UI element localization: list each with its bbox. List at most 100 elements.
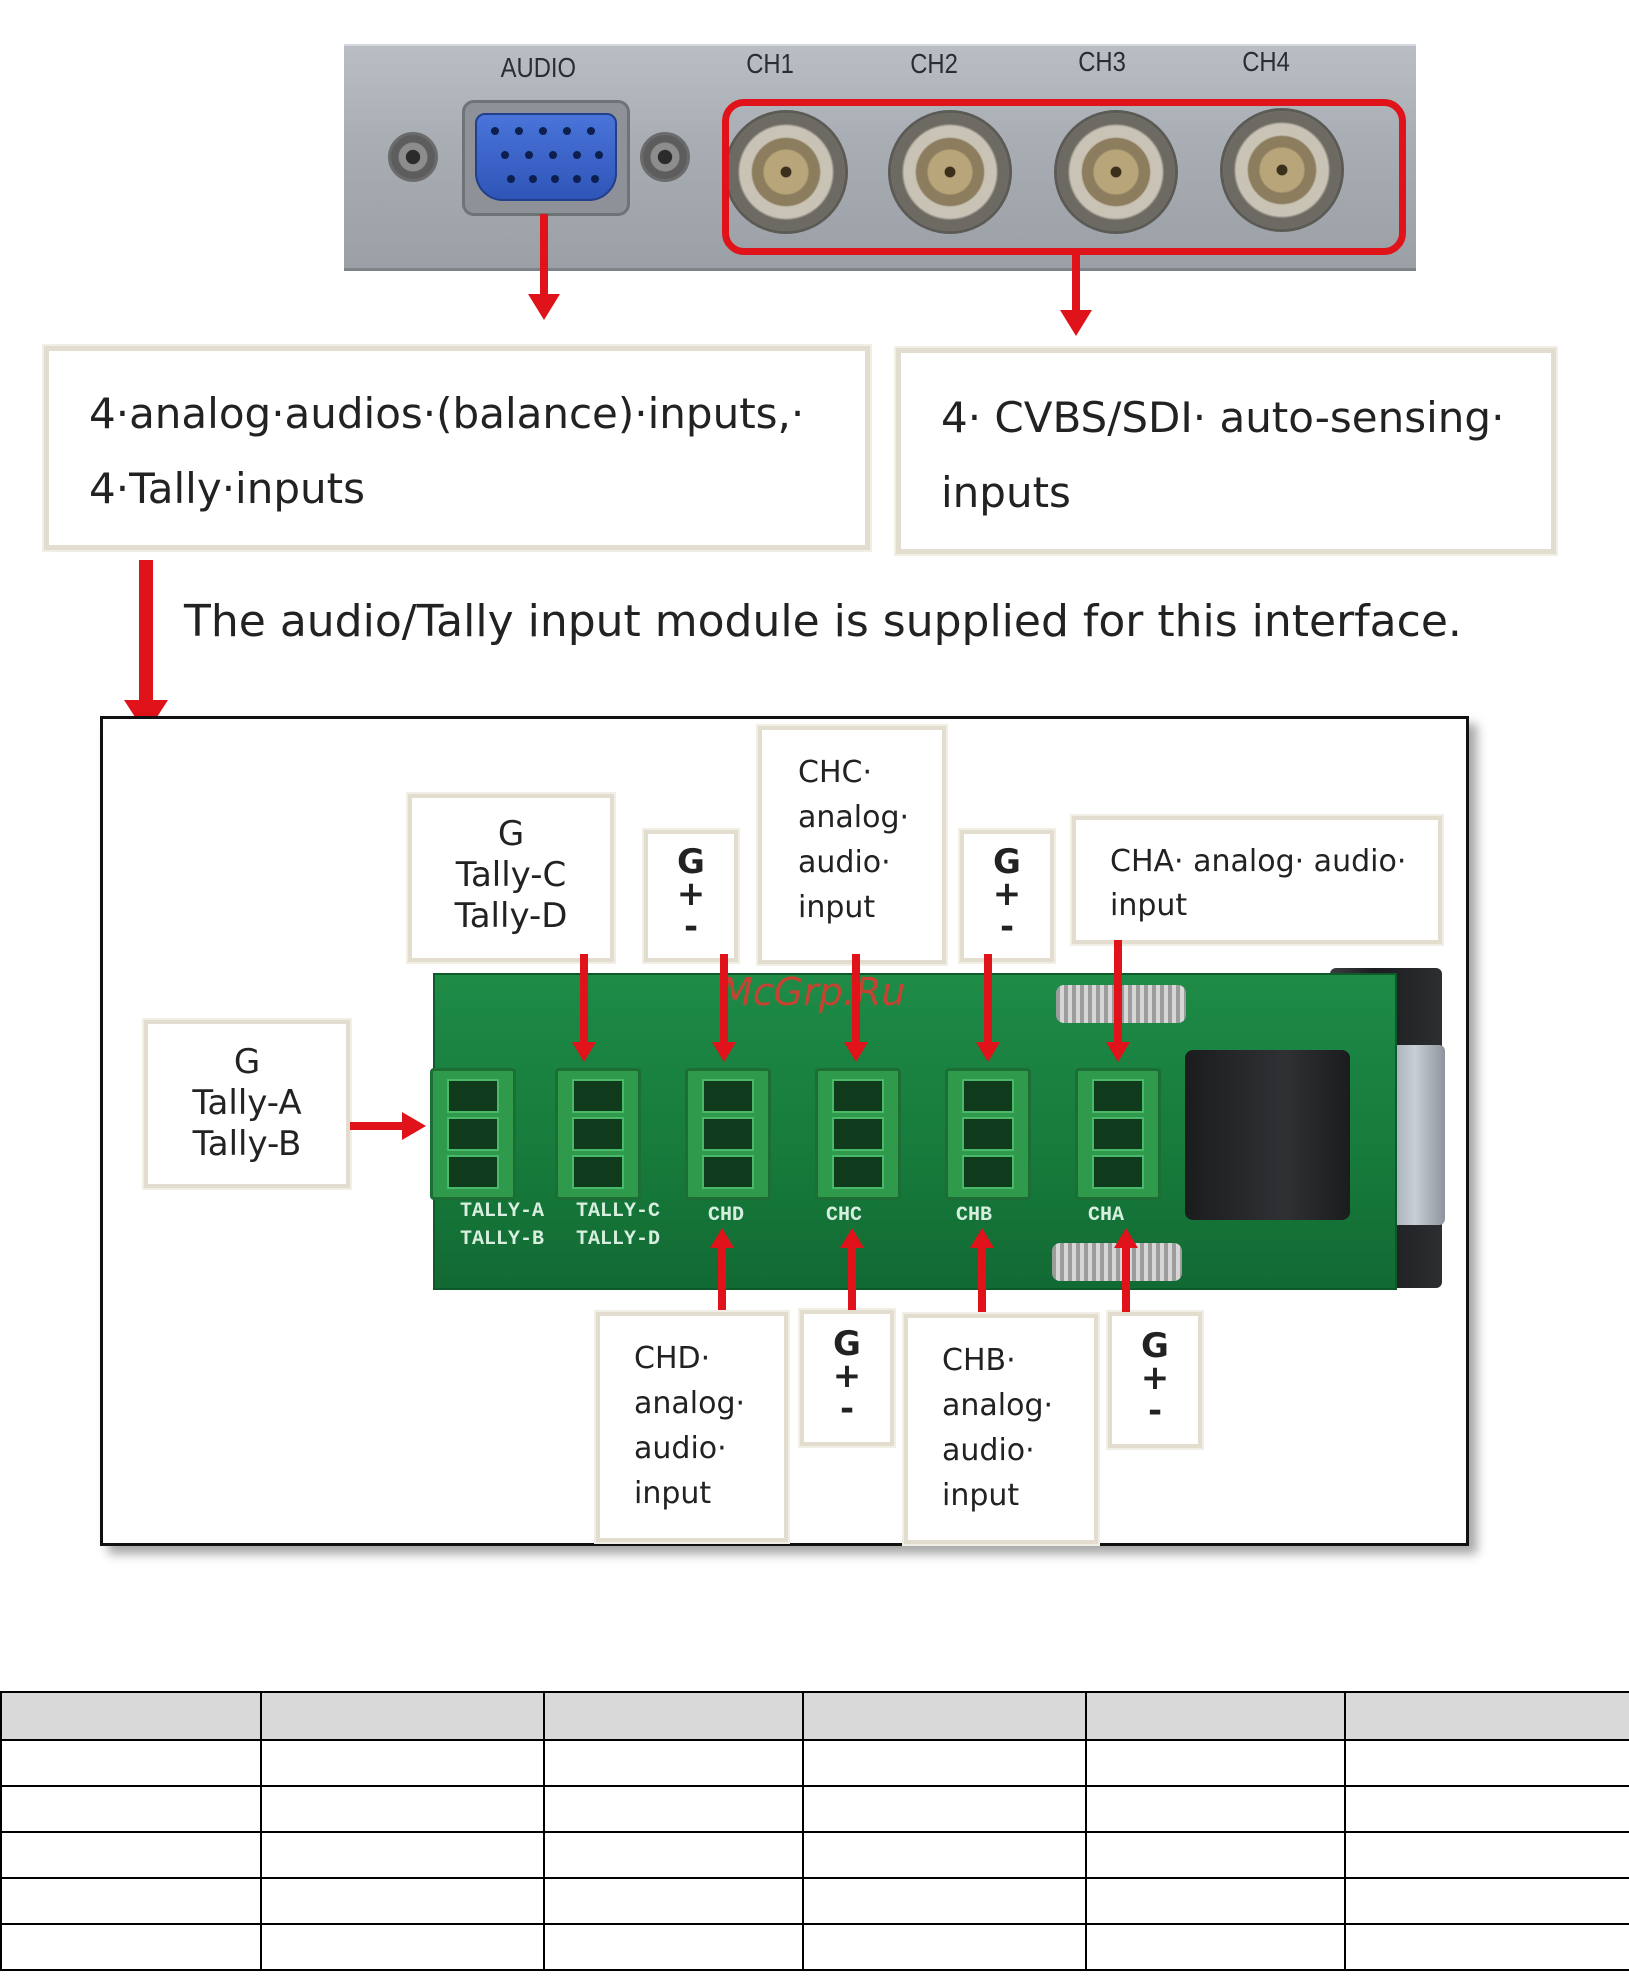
audio-port-label: AUDIO [500, 52, 577, 83]
silk-chc: CHC [826, 1204, 863, 1227]
table-header-cell [260, 1691, 545, 1741]
label-pins-bottom-1: G + - [800, 1310, 894, 1446]
arrow-head-icon [844, 1042, 868, 1062]
terminal-block-tally-cd [555, 1068, 641, 1200]
table-cell [1085, 1877, 1346, 1925]
table-cell [543, 1831, 804, 1879]
silk-tally-a: TALLY-A [460, 1200, 545, 1223]
arrow-head-icon [840, 1228, 864, 1248]
label-chc-line: analog· [798, 800, 910, 835]
label-chd-line: CHD· [634, 1341, 711, 1376]
panel-screw-icon [640, 132, 690, 182]
pin-plus: + [992, 874, 1022, 915]
arrow-cha [1114, 940, 1122, 1044]
label-pins-bottom-2: G + - [1108, 1312, 1202, 1448]
table-cell [0, 1923, 262, 1971]
module-description: The audio/Tally input module is supplied… [184, 596, 1462, 647]
label-chd-line: analog· [634, 1386, 746, 1421]
label-chb: CHB· analog· audio· input [904, 1314, 1098, 1544]
pin-plus: + [1140, 1358, 1170, 1399]
arrow-head-icon [528, 294, 560, 320]
arrow-pins-bottom-2 [1122, 1246, 1130, 1312]
label-chb-line: analog· [942, 1388, 1054, 1423]
bnc-connector-ch3-icon [1054, 110, 1178, 234]
label-tally-ab-g: G [233, 1042, 261, 1082]
table-header-cell [802, 1691, 1087, 1741]
silk-tally-b: TALLY-B [460, 1228, 545, 1251]
terminal-block-cha [1075, 1068, 1161, 1200]
table-header-cell [0, 1691, 262, 1741]
table-cell [802, 1739, 1087, 1787]
label-cha-line: input [1110, 887, 1188, 923]
pin-minus: - [839, 1388, 855, 1429]
label-chd-line: input [634, 1476, 712, 1511]
table-cell [802, 1877, 1087, 1925]
label-tally-a: Tally-A [192, 1082, 302, 1123]
table-header-cell [1344, 1691, 1629, 1741]
pin-minus: - [999, 906, 1015, 947]
table-cell [260, 1831, 545, 1879]
arrow-head-icon [710, 1228, 734, 1248]
ch2-label: CH2 [910, 48, 958, 79]
thumbscrew-icon [1052, 1243, 1182, 1281]
table-cell [260, 1877, 545, 1925]
bnc-connector-ch4-icon [1220, 108, 1344, 232]
table-row [0, 1785, 1629, 1833]
label-tally-ab: G Tally-A Tally-B [144, 1020, 350, 1188]
label-pins-top-1: G + - [644, 830, 738, 962]
table-cell [1085, 1739, 1346, 1787]
pin-minus: - [683, 906, 699, 947]
silk-chb: CHB [956, 1204, 993, 1227]
label-tally-c: Tally-C [455, 854, 567, 895]
arrow-head-icon [572, 1042, 596, 1062]
arrow-pins-bottom-1 [848, 1246, 856, 1310]
table-cell [1085, 1831, 1346, 1879]
table-cell [1344, 1877, 1629, 1925]
video-callout-line1: 4· CVBS/SDI· auto-sensing· [941, 393, 1505, 442]
watermark: McGrp.Ru [720, 970, 906, 1014]
terminal-block-chd [685, 1068, 771, 1200]
table-header-cell [1085, 1691, 1346, 1741]
pin-g: G [677, 842, 705, 882]
table-cell [1344, 1831, 1629, 1879]
table-header-cell [543, 1691, 804, 1741]
label-chb-line: audio· [942, 1433, 1035, 1468]
label-tally-d: Tally-D [454, 895, 568, 936]
table-cell [543, 1785, 804, 1833]
label-chc-line: input [798, 890, 876, 925]
arrow-head-icon [402, 1112, 426, 1140]
table-row [0, 1739, 1629, 1787]
ch1-label: CH1 [746, 48, 794, 79]
label-tally-b: Tally-B [192, 1123, 302, 1164]
table-row [0, 1877, 1629, 1925]
audio-callout-line1: 4·analog·audios·(balance)·inputs,· [89, 389, 805, 438]
bnc-connector-ch2-icon [888, 110, 1012, 234]
arrow-module-down [139, 560, 153, 710]
ch3-label: CH3 [1078, 46, 1126, 77]
pin-g: G [1141, 1326, 1169, 1366]
label-tally-cd: G Tally-C Tally-D [408, 794, 614, 962]
arrow-head-icon [712, 1042, 736, 1062]
terminal-block-chc [815, 1068, 901, 1200]
silk-tally-d: TALLY-D [576, 1228, 661, 1251]
arrow-pins-top-1 [720, 954, 728, 1044]
arrow-head-icon [1060, 310, 1092, 336]
arrow-chd [718, 1246, 726, 1310]
table-cell [543, 1739, 804, 1787]
arrow-chc [852, 954, 860, 1044]
label-chb-line: CHB· [942, 1343, 1016, 1378]
terminal-block-tally-ab [430, 1068, 516, 1200]
table-cell [802, 1785, 1087, 1833]
arrow-audio-down [540, 214, 548, 296]
arrow-tally-cd [580, 954, 588, 1044]
bnc-connector-ch1-icon [724, 110, 848, 234]
table-cell [543, 1923, 804, 1971]
label-cha: CHA· analog· audio· input [1072, 816, 1442, 944]
pin-plus: + [676, 874, 706, 915]
arrow-video-down [1072, 248, 1080, 312]
label-cha-line: CHA· analog· audio· [1110, 844, 1407, 879]
arrow-pins-top-2 [984, 954, 992, 1044]
video-inputs-callout: 4· CVBS/SDI· auto-sensing· inputs [896, 348, 1556, 554]
table-cell [0, 1739, 262, 1787]
table-cell [1344, 1923, 1629, 1971]
